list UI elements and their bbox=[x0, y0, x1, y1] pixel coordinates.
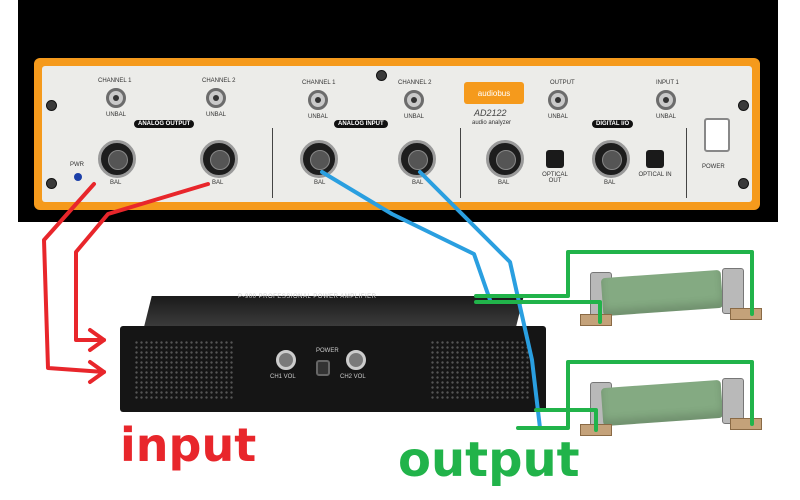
load-resistor-2 bbox=[572, 372, 762, 442]
power-led-icon bbox=[74, 173, 82, 181]
in-ch2-unbal-label: UNBAL bbox=[404, 114, 425, 120]
in-ch2-bnc-connector[interactable] bbox=[404, 90, 424, 110]
power-label: POWER bbox=[702, 164, 725, 170]
amplifier-front-panel: CH1 VOL CH2 VOL POWER bbox=[120, 326, 546, 412]
screw-icon bbox=[738, 100, 749, 111]
optical-in-port[interactable] bbox=[646, 150, 664, 168]
out-ch1-bal-label: BAL bbox=[110, 180, 122, 186]
digital-out-unbal-label: UNBAL bbox=[548, 114, 569, 120]
digital-input1-label: INPUT 1 bbox=[656, 80, 679, 86]
digital-io-label: DIGITAL I/O bbox=[592, 120, 634, 128]
digital-input1-bnc-connector[interactable] bbox=[656, 90, 676, 110]
in-ch2-label: CHANNEL 2 bbox=[398, 80, 432, 86]
optical-out-port[interactable] bbox=[546, 150, 564, 168]
optical-in-label: OPTICAL IN bbox=[638, 172, 672, 178]
in-ch1-bnc-connector[interactable] bbox=[308, 90, 328, 110]
out-ch1-bnc-connector[interactable] bbox=[106, 88, 126, 108]
out-ch2-bal-label: BAL bbox=[212, 180, 224, 186]
power-switch[interactable] bbox=[704, 118, 730, 152]
digital-in-unbal-label: UNBAL bbox=[656, 114, 677, 120]
output-wire-1 bbox=[320, 170, 492, 302]
out-ch2-unbal-label: UNBAL bbox=[206, 112, 227, 118]
load-resistor-1 bbox=[572, 262, 762, 332]
in-ch1-unbal-label: UNBAL bbox=[308, 114, 329, 120]
out-ch2-xlr-connector[interactable] bbox=[200, 140, 238, 178]
divider bbox=[460, 128, 461, 198]
divider bbox=[686, 128, 687, 198]
amp-power-switch[interactable] bbox=[316, 360, 330, 376]
in-ch1-label: CHANNEL 1 bbox=[302, 80, 336, 86]
digital-output-label: OUTPUT bbox=[550, 80, 575, 86]
digital-output-bnc-connector[interactable] bbox=[548, 90, 568, 110]
load-wire-2 bbox=[516, 360, 754, 430]
out-ch1-label: CHANNEL 1 bbox=[98, 78, 132, 84]
digital-out-xlr-connector[interactable] bbox=[486, 140, 524, 178]
ch2-vol-label: CH2 VOL bbox=[340, 374, 366, 380]
out-ch2-bnc-connector[interactable] bbox=[206, 88, 226, 108]
screw-icon bbox=[46, 100, 57, 111]
input-wire-2-arrow bbox=[88, 328, 106, 352]
out-ch2-label: CHANNEL 2 bbox=[202, 78, 236, 84]
output-caption: output bbox=[398, 432, 580, 488]
screw-icon bbox=[46, 178, 57, 189]
pwr-label: PWR bbox=[70, 162, 84, 168]
subtitle-label: audio analyzer bbox=[472, 120, 512, 126]
optical-out-label: OPTICAL OUT bbox=[542, 172, 568, 184]
input-wire-1 bbox=[42, 182, 106, 374]
in-ch2-xlr-connector[interactable] bbox=[398, 140, 436, 178]
panel-face: CHANNEL 1 CHANNEL 2 UNBAL UNBAL ANALOG O… bbox=[42, 66, 752, 202]
resistor-foot bbox=[580, 314, 612, 326]
input-caption: input bbox=[120, 418, 257, 472]
screw-icon bbox=[376, 70, 387, 81]
digital-in-bal-label: BAL bbox=[604, 180, 616, 186]
audio-analyzer-rear-panel: CHANNEL 1 CHANNEL 2 UNBAL UNBAL ANALOG O… bbox=[34, 58, 760, 210]
in-ch1-bal-label: BAL bbox=[314, 180, 326, 186]
ch2-volume-knob[interactable] bbox=[346, 350, 366, 370]
load-wire-2b bbox=[534, 408, 598, 432]
digital-in-xlr-connector[interactable] bbox=[592, 140, 630, 178]
ch1-vol-label: CH1 VOL bbox=[270, 374, 296, 380]
amp-power-label: POWER bbox=[316, 348, 339, 354]
power-amplifier: CH1 VOL CH2 VOL POWER P-900 PROFESSIONAL… bbox=[120, 294, 546, 412]
out-ch1-unbal-label: UNBAL bbox=[106, 112, 127, 118]
in-ch2-bal-label: BAL bbox=[412, 180, 424, 186]
in-ch1-xlr-connector[interactable] bbox=[300, 140, 338, 178]
digital-out-bal-label: BAL bbox=[498, 180, 510, 186]
left-grille bbox=[134, 340, 234, 400]
output-wire-2 bbox=[418, 170, 542, 430]
divider bbox=[272, 128, 273, 198]
input-wire-2 bbox=[74, 182, 210, 342]
analog-input-label: ANALOG INPUT bbox=[334, 120, 388, 128]
load-wire-1b bbox=[474, 300, 602, 324]
analog-output-label: ANALOG OUTPUT bbox=[134, 120, 195, 128]
input-wire-1-arrow bbox=[88, 360, 106, 384]
amplifier-title: P-900 PROFESSIONAL POWER AMPLIFIER bbox=[238, 294, 377, 300]
out-ch1-xlr-connector[interactable] bbox=[98, 140, 136, 178]
load-wire-1 bbox=[474, 250, 754, 316]
model-label: AD2122 bbox=[474, 108, 507, 118]
ch1-volume-knob[interactable] bbox=[276, 350, 296, 370]
screw-icon bbox=[738, 178, 749, 189]
right-grille bbox=[430, 340, 530, 400]
brand-logo: audiobus bbox=[464, 82, 524, 104]
